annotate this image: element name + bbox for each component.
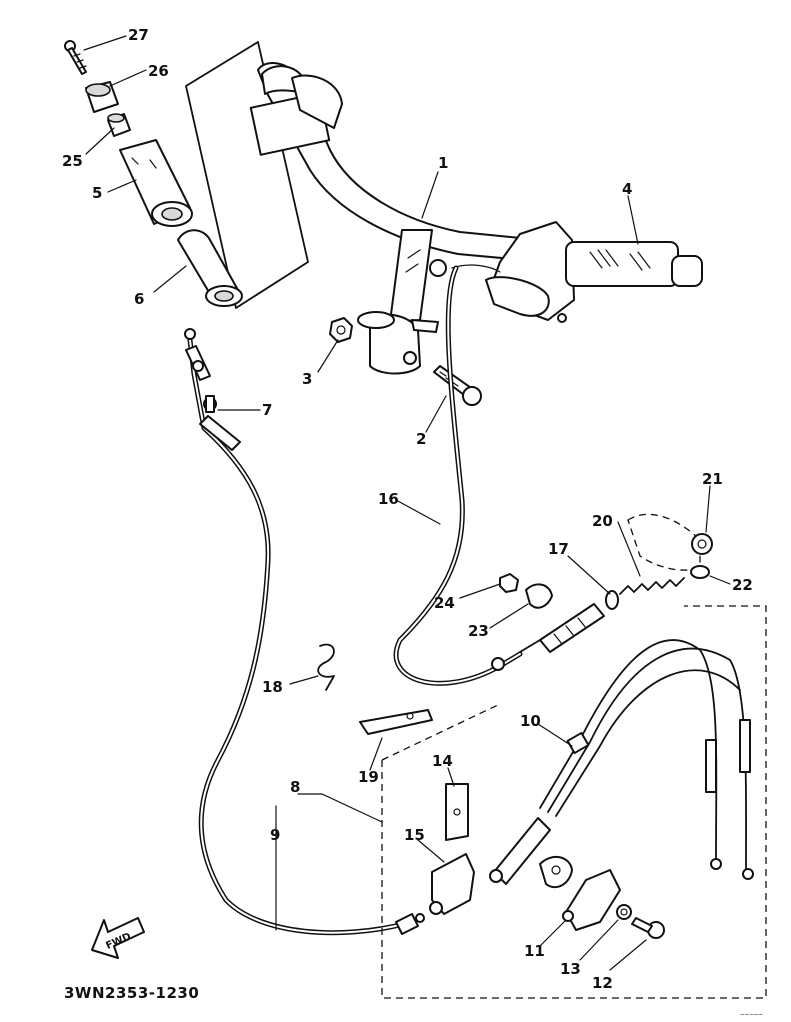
handlebar-holder [357,259,447,375]
callout-4: 4 [622,180,632,198]
brake-lever-arm [627,513,701,571]
nut-3 [329,317,353,343]
cable-clip-18 [317,643,335,691]
fwd-arrow-icon: FWD [91,917,145,959]
leader-lines [83,35,731,971]
grip-end-26 [85,81,119,113]
callout-23: 23 [468,622,489,640]
callout-13: 13 [560,960,581,978]
callout-labels: 27 26 25 5 6 1 4 3 2 7 16 21 20 17 22 24… [62,26,753,992]
bolt-2 [433,365,482,406]
callout-2: 2 [416,430,426,448]
callout-14: 14 [432,752,453,770]
callout-21: 21 [702,470,723,488]
callout-12: 12 [592,974,613,992]
screw-27 [64,40,87,75]
lever-assembly [489,817,573,889]
drawing-code: 3WN2353-1230 [64,984,199,1002]
throttle-cable-8-9 [184,328,425,936]
spring-20 [619,577,685,595]
callout-26: 26 [148,62,169,80]
screw-7 [203,395,217,413]
callout-3: 3 [302,370,312,388]
lower-dashed-group-frame [381,605,767,999]
cover-11 [562,869,621,931]
bracket-19 [359,709,433,735]
bolt-24 [499,573,519,593]
washer-13 [616,904,632,920]
callout-22: 22 [732,576,753,594]
callout-25: 25 [62,152,83,170]
callout-9: 9 [270,826,280,844]
throttle-grip-6 [177,229,243,307]
switch-housing-15 [429,853,475,915]
callout-15: 15 [404,826,425,844]
callout-8: 8 [290,778,300,796]
corner-mark: ⌢⌢⌢⌢⌢ [740,1010,763,1018]
callout-5: 5 [92,184,102,202]
callout-11: 11 [524,942,545,960]
callout-1: 1 [438,154,448,172]
callout-6: 6 [134,290,144,308]
callout-17: 17 [548,540,569,558]
collar-25 [107,113,131,137]
brake-cable-16 [393,265,523,686]
left-grip-5 [119,139,193,227]
pin-22 [690,565,710,579]
callout-18: 18 [262,678,283,696]
callout-20: 20 [592,512,613,530]
cable-10 [539,639,754,880]
callout-16: 16 [378,490,399,508]
callout-10: 10 [520,712,541,730]
bracket-14 [445,783,469,841]
cable-adjuster-17 [519,590,619,653]
callout-27: 27 [128,26,149,44]
callout-24: 24 [434,594,455,612]
handlebar-inset-frame [185,41,309,309]
right-grip-assembly [451,221,703,323]
callout-19: 19 [358,768,379,786]
nut-21 [691,533,713,555]
screw-12 [631,917,665,939]
callout-7: 7 [262,401,272,419]
cable-guide-23 [525,583,553,609]
